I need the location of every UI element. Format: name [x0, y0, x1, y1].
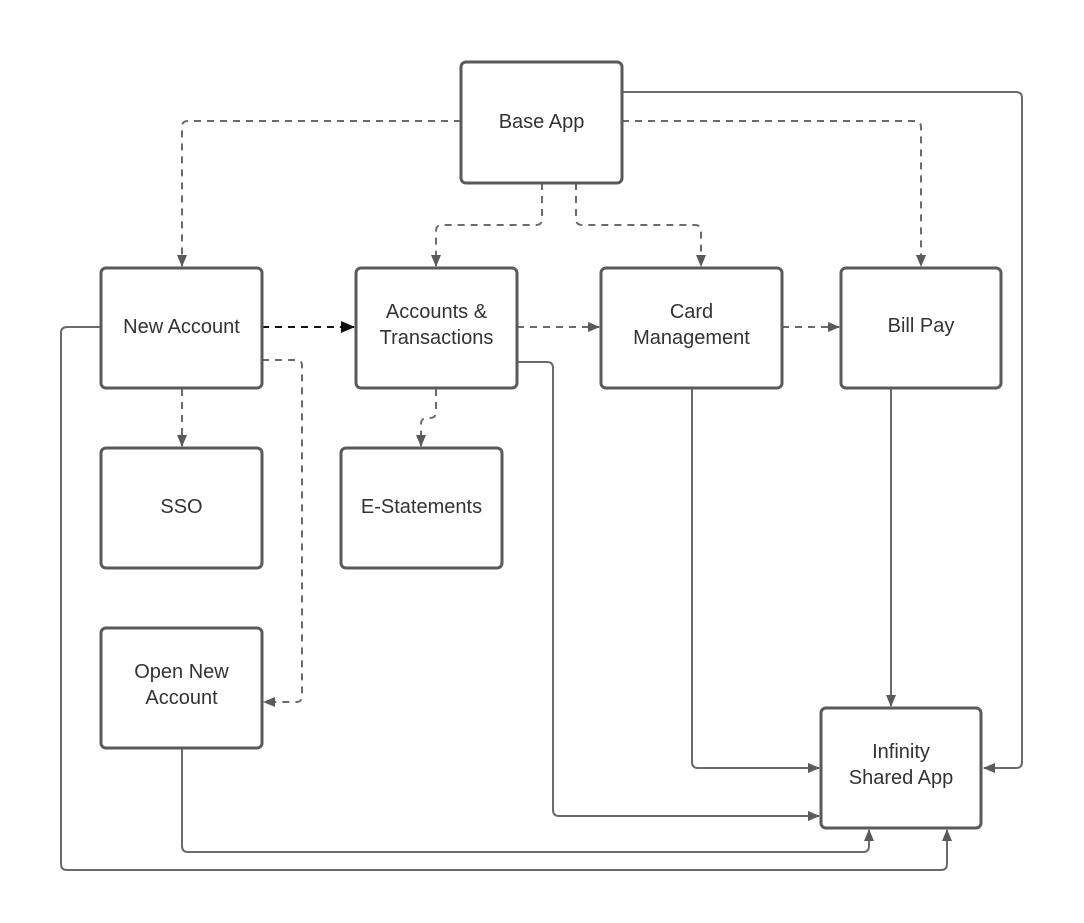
node-infinity-shared-app-label-line1: Infinity [872, 741, 930, 763]
edge-accounts-transactions-to-infinity-shared-app [517, 361, 820, 821]
node-bill-pay-box [839, 266, 1003, 390]
node-card-management: Card Management [599, 266, 784, 390]
node-sso-box [99, 446, 264, 570]
edge-base-app-to-infinity-shared-app [622, 91, 1023, 773]
node-base-app: Base App [459, 60, 624, 185]
node-new-account: New Account [99, 266, 264, 390]
node-base-app-box [459, 60, 624, 185]
node-sso: SSO [99, 446, 264, 570]
node-open-new-account: Open New Account [99, 626, 264, 750]
edge-open-new-account-to-infinity-shared-app [181, 749, 874, 853]
node-e-statements-box [339, 446, 504, 570]
edge-base-app-to-accounts-transactions [431, 183, 543, 267]
edge-base-app-to-new-account [177, 120, 461, 267]
node-card-management-label-line1: Card [670, 301, 713, 323]
edge-base-app-to-card-management [575, 183, 706, 267]
node-card-management-box [599, 266, 784, 390]
node-new-account-label: New Account [123, 316, 240, 338]
node-open-new-account-label-line1: Open New [134, 661, 229, 683]
node-accounts-transactions: Accounts & Transactions [354, 266, 519, 390]
node-accounts-transactions-box [354, 266, 519, 390]
node-open-new-account-box [99, 626, 264, 750]
edges [60, 91, 1023, 871]
edge-new-account-to-infinity-shared-app [60, 326, 952, 871]
node-new-account-box [99, 266, 264, 390]
node-open-new-account-label-line2: Account [145, 687, 218, 709]
node-bill-pay-label: Bill Pay [888, 315, 955, 337]
edge-base-app-to-bill-pay [622, 120, 926, 267]
node-accounts-transactions-label-line2: Transactions [380, 327, 494, 349]
node-card-management-label-line2: Management [633, 327, 750, 349]
node-e-statements: E-Statements [339, 446, 504, 570]
node-base-app-label: Base App [499, 111, 585, 133]
node-e-statements-label: E-Statements [361, 496, 482, 518]
edge-new-account-to-open-new-account [262, 359, 303, 707]
node-infinity-shared-app-box [819, 706, 983, 830]
node-sso-label: SSO [160, 496, 202, 518]
edge-card-management-to-infinity-shared-app [691, 389, 820, 773]
node-bill-pay: Bill Pay [839, 266, 1003, 390]
node-accounts-transactions-label-line1: Accounts & [386, 301, 488, 323]
edge-accounts-transactions-to-e-statements [416, 389, 437, 447]
node-infinity-shared-app-label-line2: Shared App [849, 767, 954, 789]
node-infinity-shared-app: Infinity Shared App [819, 706, 983, 830]
